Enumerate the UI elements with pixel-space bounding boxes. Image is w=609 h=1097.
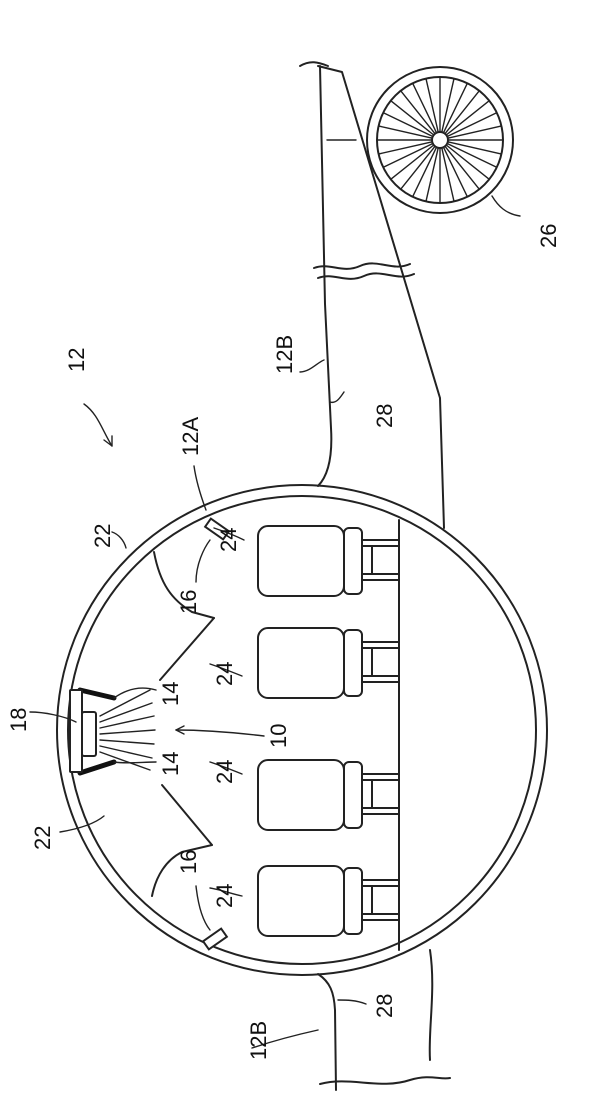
seat <box>258 866 399 936</box>
label-bin-bottom: 22 <box>30 826 55 850</box>
vent-left <box>203 929 227 950</box>
light-rays <box>100 690 155 770</box>
wheel <box>367 67 513 213</box>
seat-part <box>258 760 344 830</box>
label-louver-lower: 14 <box>158 752 183 776</box>
label-wing-left: 12B <box>246 1021 271 1060</box>
upper-wing-break <box>314 263 414 278</box>
seat-part <box>344 528 362 594</box>
stowage-bin-top <box>154 552 214 680</box>
louver-lower <box>80 762 114 773</box>
seat-part <box>258 866 344 936</box>
seat-part <box>258 526 344 596</box>
label-seat-2: 24 <box>212 662 237 686</box>
label-aircraft: 12 <box>64 348 89 372</box>
label-vent-right: 16 <box>176 590 201 614</box>
light-unit <box>70 690 96 772</box>
label-fuselage: 12A <box>178 417 203 456</box>
label-louver-upper: 14 <box>158 682 183 706</box>
seat-part <box>344 868 362 934</box>
seat-part <box>258 628 344 698</box>
label-flap-right: 28 <box>372 404 397 428</box>
seat-part <box>344 762 362 828</box>
label-device: 10 <box>266 724 291 748</box>
label-seat-4: 24 <box>212 884 237 908</box>
label-flap-left: 28 <box>372 994 397 1018</box>
label-seat-3: 24 <box>212 760 237 784</box>
seat <box>258 526 399 596</box>
label-wing-right: 12B <box>272 335 297 374</box>
label-seat-1: 24 <box>216 528 241 552</box>
seat <box>258 628 399 698</box>
louver-upper <box>80 690 114 698</box>
seat <box>258 760 399 830</box>
lower-wing <box>318 950 450 1090</box>
seat-part <box>344 630 362 696</box>
stowage-bin-bottom <box>152 785 212 896</box>
label-bin-top: 22 <box>90 524 115 548</box>
label-light: 18 <box>6 708 31 732</box>
label-wheel: 26 <box>536 224 561 248</box>
label-vent-left: 16 <box>176 850 201 874</box>
